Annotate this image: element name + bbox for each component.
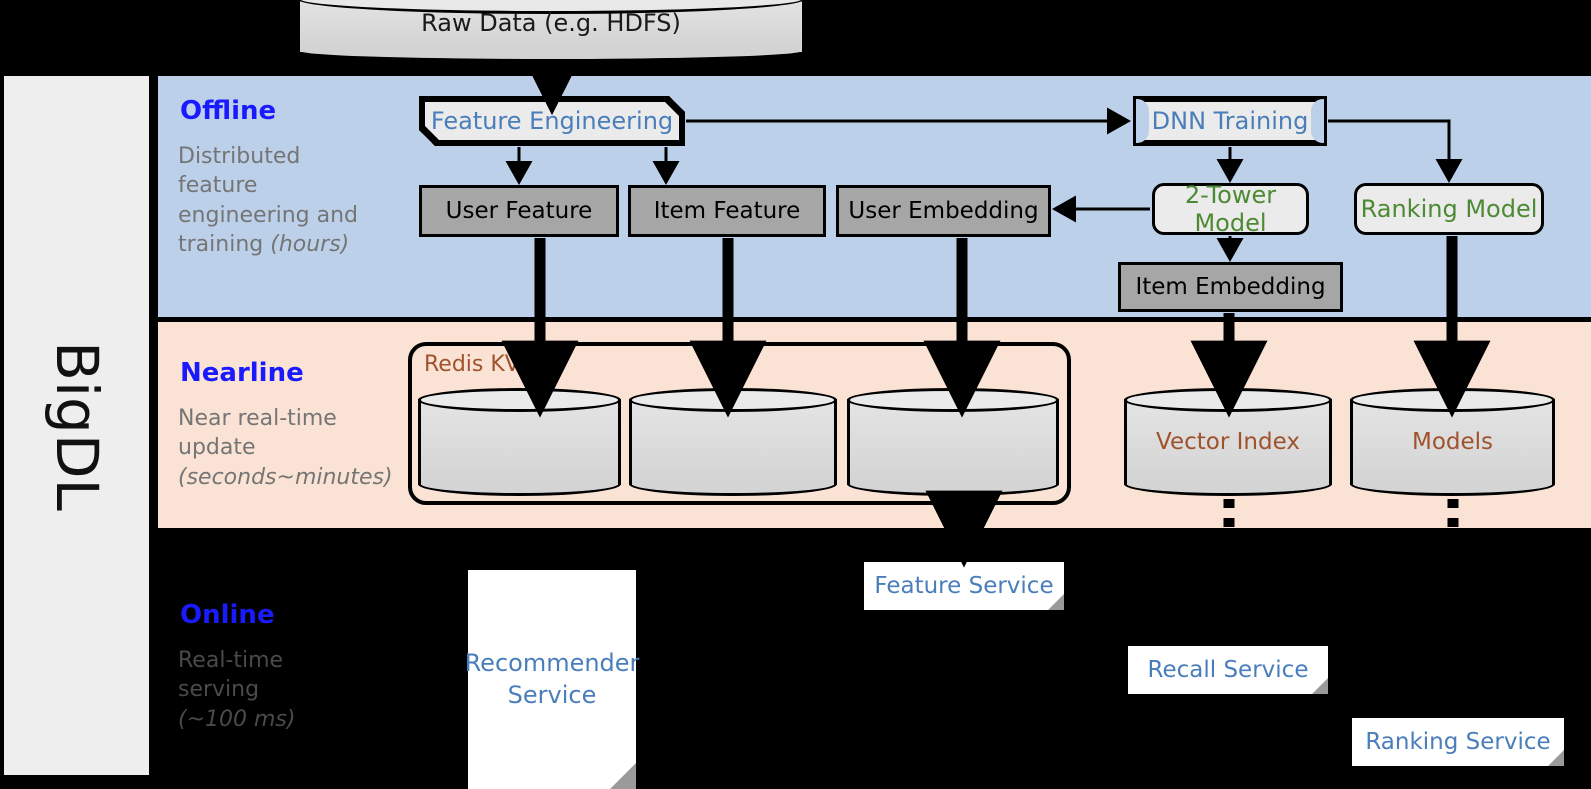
note-ranking-service-label: Ranking Service xyxy=(1365,729,1551,755)
node-2-tower-model-label: 2-Tower Model xyxy=(1184,181,1277,237)
node-item-embedding-label: Item Embedding xyxy=(1135,274,1326,300)
nearline-sub-l1: Near real-time xyxy=(178,406,337,431)
raw-data-cylinder[interactable]: Raw Data (e.g. HDFS) xyxy=(297,0,805,62)
node-user-feature-label: User Feature xyxy=(445,198,593,224)
store-user-embedding-cylinder[interactable] xyxy=(847,388,1059,496)
band-subtitle-online: Real-time serving (~100 ms) xyxy=(178,646,398,734)
node-dnn-training-label: DNN Training xyxy=(1151,107,1309,135)
node-user-feature[interactable]: User Feature xyxy=(419,185,619,237)
offline-sub-l2: feature xyxy=(178,173,258,199)
store-vector-index-cylinder[interactable]: Vector Index xyxy=(1124,388,1332,496)
band-title-nearline: Nearline xyxy=(180,358,304,388)
nearline-sub-l2: update xyxy=(178,435,256,461)
note-recall-service[interactable]: Recall Service xyxy=(1128,646,1328,694)
node-ranking-model-label: Ranking Model xyxy=(1360,195,1538,223)
page-fold-icon xyxy=(1048,594,1064,610)
offline-sub-l4: training xyxy=(178,231,271,257)
store-item-feature-cylinder[interactable] xyxy=(629,388,837,496)
nearline-sub-emphasis: (seconds~minutes) xyxy=(178,464,393,490)
bigdl-label: BigDL xyxy=(42,340,111,511)
page-fold-icon xyxy=(1548,750,1564,766)
bigdl-platform-rail: BigDL xyxy=(4,76,149,775)
node-dnn-training-inner: DNN Training xyxy=(1139,102,1321,140)
offline-sub-emphasis: (hours) xyxy=(270,231,350,257)
node-user-embedding-label: User Embedding xyxy=(848,198,1039,224)
node-feature-engineering-label: Feature Engineering xyxy=(430,107,674,135)
band-title-online: Online xyxy=(180,600,275,630)
note-recall-service-label: Recall Service xyxy=(1147,657,1309,683)
band-subtitle-offline: Distributed feature engineering and trai… xyxy=(178,142,388,259)
online-sub-l1: Real-time xyxy=(178,648,284,673)
store-item-feature-label xyxy=(629,388,837,496)
online-sub-emphasis: (~100 ms) xyxy=(178,706,296,732)
raw-data-label: Raw Data (e.g. HDFS) xyxy=(421,9,681,37)
store-user-embedding-label xyxy=(847,388,1059,496)
bracket-notch-left xyxy=(1136,99,1149,143)
note-feature-service[interactable]: Feature Service xyxy=(864,562,1064,610)
node-ranking-model[interactable]: Ranking Model xyxy=(1354,183,1544,235)
store-models-label: Models xyxy=(1411,429,1494,455)
note-feature-service-label: Feature Service xyxy=(874,573,1054,599)
node-feature-engineering-inner: Feature Engineering xyxy=(425,102,679,140)
redis-kv-label: Redis KV xyxy=(424,352,520,377)
page-fold-icon xyxy=(610,763,636,789)
store-vector-index-label: Vector Index xyxy=(1156,429,1300,455)
offline-sub-l3: engineering and xyxy=(178,202,359,228)
node-item-feature-label: Item Feature xyxy=(653,198,801,224)
note-recommender-service-label: Recommender Service xyxy=(464,649,640,709)
store-models-cylinder[interactable]: Models xyxy=(1350,388,1555,496)
bracket-notch-right xyxy=(1311,99,1324,143)
page-fold-icon xyxy=(1312,678,1328,694)
offline-sub-l1: Distributed xyxy=(178,144,301,169)
node-dnn-training[interactable]: DNN Training xyxy=(1133,96,1327,146)
node-2-tower-model[interactable]: 2-Tower Model xyxy=(1152,181,1309,237)
store-user-feature-cylinder[interactable] xyxy=(418,388,621,496)
note-recommender-service[interactable]: Recommender Service xyxy=(465,570,639,789)
online-sub-l2: serving xyxy=(178,677,260,703)
store-user-feature-label xyxy=(418,388,621,496)
band-title-offline: Offline xyxy=(180,96,277,126)
node-item-embedding[interactable]: Item Embedding xyxy=(1118,262,1343,312)
node-user-embedding[interactable]: User Embedding xyxy=(836,185,1051,237)
node-feature-engineering[interactable]: Feature Engineering xyxy=(419,96,685,146)
band-subtitle-nearline: Near real-time update (seconds~minutes) xyxy=(178,404,408,492)
note-ranking-service[interactable]: Ranking Service xyxy=(1352,718,1564,766)
node-item-feature[interactable]: Item Feature xyxy=(628,185,826,237)
